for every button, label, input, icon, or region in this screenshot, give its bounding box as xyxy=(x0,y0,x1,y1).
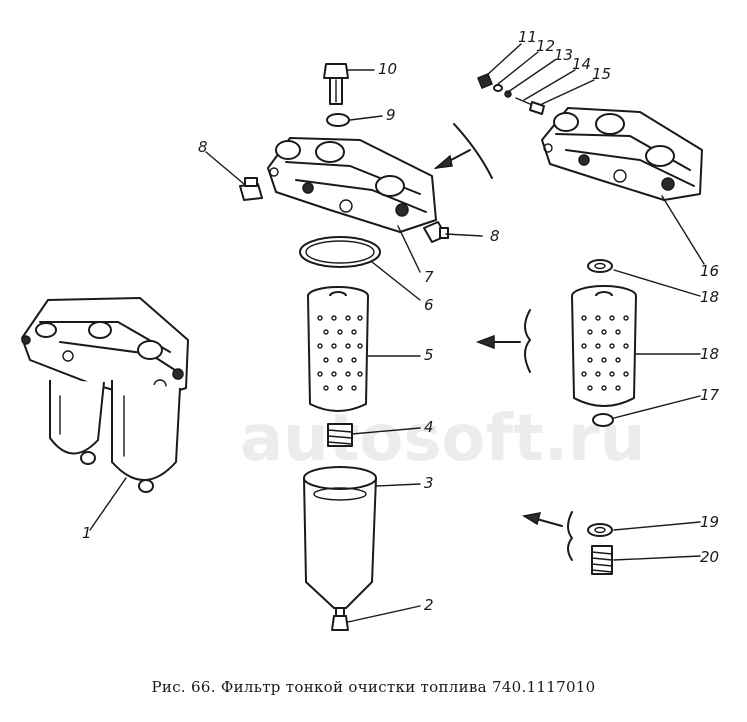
filter-element-18 xyxy=(571,285,637,407)
watermark: autosoft.ru xyxy=(240,402,645,476)
callout-20: 20 xyxy=(700,548,719,566)
callout-18-element: 18 xyxy=(700,345,719,363)
callout-19: 19 xyxy=(700,513,719,531)
callout-1: 1 xyxy=(82,524,92,542)
assembled-filter xyxy=(21,297,189,493)
lower-washer xyxy=(592,413,614,427)
direction-arrows xyxy=(433,123,573,561)
callout-5: 5 xyxy=(424,346,434,364)
callout-13: 13 xyxy=(554,46,573,64)
callout-14: 14 xyxy=(572,55,591,73)
small-parts-set xyxy=(477,73,545,115)
callout-18-washer: 18 xyxy=(700,288,719,306)
figure-caption: Рис. 66. Фильтр тонкой очистки топлива 7… xyxy=(151,678,596,696)
callout-9: 9 xyxy=(386,106,396,124)
spring-20 xyxy=(591,545,613,575)
filter-head-16 xyxy=(541,107,703,201)
callout-15: 15 xyxy=(592,65,611,83)
upper-washer xyxy=(587,259,613,273)
filter-housing-cover xyxy=(267,137,437,233)
callout-10: 10 xyxy=(378,60,397,78)
spring xyxy=(327,423,353,447)
washer-19 xyxy=(587,523,613,537)
banjo-bolt xyxy=(323,63,349,105)
filter-element xyxy=(307,286,369,412)
callout-8-right: 8 xyxy=(490,227,500,245)
callout-6: 6 xyxy=(424,296,434,314)
leader-lines xyxy=(89,43,705,623)
sealing-ring xyxy=(299,236,381,268)
callout-2: 2 xyxy=(424,596,434,614)
filter-bowl xyxy=(303,466,377,609)
callout-labels: 1 2 3 4 5 6 7 8 8 9 10 11 12 13 14 15 16… xyxy=(82,28,720,614)
callout-12: 12 xyxy=(536,37,555,55)
callout-11: 11 xyxy=(518,28,537,46)
callout-16: 16 xyxy=(700,262,719,280)
drain-nipple xyxy=(331,607,349,631)
callout-7: 7 xyxy=(424,268,434,286)
drain-plug-right xyxy=(423,221,449,243)
callout-4: 4 xyxy=(424,418,434,436)
callout-8-left: 8 xyxy=(198,138,208,156)
drain-plug-left xyxy=(239,177,263,201)
callout-3: 3 xyxy=(424,474,434,492)
callout-17: 17 xyxy=(700,386,720,404)
sealing-washer xyxy=(326,113,350,127)
